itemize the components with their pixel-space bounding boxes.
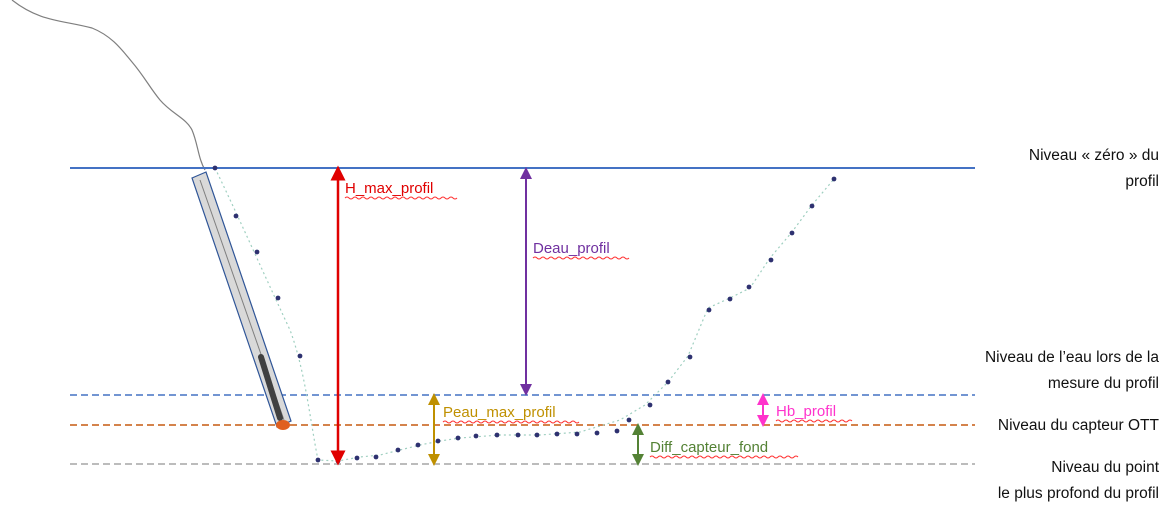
profile-point	[647, 402, 653, 408]
profile-point	[687, 354, 693, 360]
profile-point	[275, 295, 281, 301]
profile-point	[746, 284, 752, 290]
profile-point	[534, 432, 540, 438]
profile-point	[554, 431, 560, 437]
profile-point	[254, 249, 260, 255]
profile-point	[626, 417, 632, 423]
profile-point	[727, 296, 733, 302]
probe-rod	[191, 171, 292, 430]
bottom-level-label-line1: Niveau du point	[1051, 459, 1159, 476]
zero-level-label-line1: Niveau « zéro » du	[1029, 147, 1159, 164]
profile-point	[809, 203, 815, 209]
zero-level-label-line2: profil	[1125, 173, 1159, 190]
profile-point	[614, 428, 620, 434]
hb-label: Hb_profil	[776, 403, 836, 420]
profile-point	[768, 257, 774, 263]
sensor-level-label: Niveau du capteur OTT	[998, 417, 1160, 434]
profile-point	[574, 431, 580, 437]
spellcheck-underlines	[344, 196, 853, 459]
profile-points	[212, 165, 837, 464]
profile-point	[435, 438, 441, 444]
profile-point	[455, 435, 461, 441]
profile-point	[354, 455, 360, 461]
water-level-label-line2: mesure du profil	[1048, 375, 1159, 392]
ott-sensor	[276, 420, 290, 430]
profile-point	[831, 176, 837, 182]
profile-point	[665, 379, 671, 385]
profile-point	[594, 430, 600, 436]
profile-point	[373, 454, 379, 460]
profile-point	[706, 307, 712, 313]
profile-point	[395, 447, 401, 453]
bottom-level-label-line2: le plus profond du profil	[998, 485, 1159, 502]
profile-point	[212, 165, 218, 171]
profile-point	[789, 230, 795, 236]
peau-max-label: Peau_max_profil	[443, 404, 556, 421]
sensor-cable	[11, 0, 206, 171]
h-max-label: H_max_profil	[345, 180, 433, 197]
profile-point	[335, 458, 341, 464]
profile-point	[494, 432, 500, 438]
water-level-label-line1: Niveau de l’eau lors de la	[985, 349, 1159, 366]
profile-point	[233, 213, 239, 219]
deau-label: Deau_profil	[533, 240, 610, 257]
profile-point	[415, 442, 421, 448]
profile-point	[297, 353, 303, 359]
profile-point	[315, 457, 321, 463]
profile-point	[473, 433, 479, 439]
diff-capteur-label: Diff_capteur_fond	[650, 439, 768, 456]
profile-point	[515, 432, 521, 438]
